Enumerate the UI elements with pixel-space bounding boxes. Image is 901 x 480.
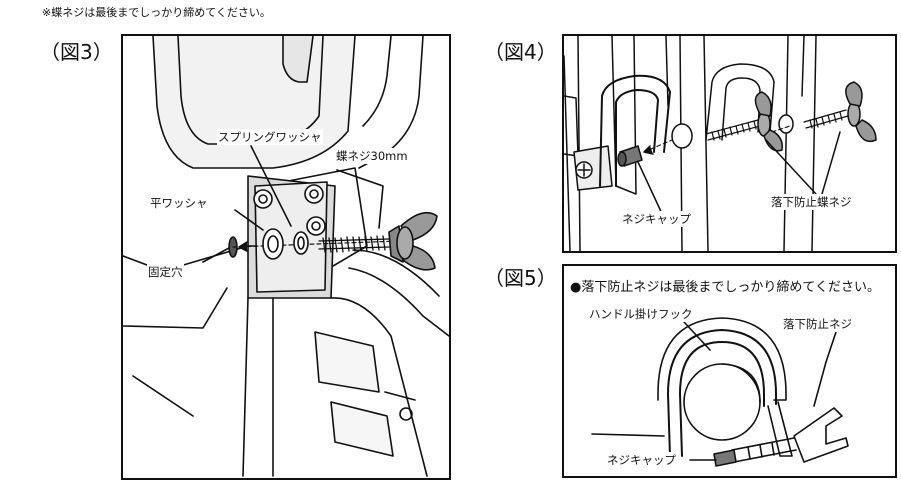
figure-3-illustration [123, 36, 449, 477]
callout-flat-washer: 平ワッシャ [149, 195, 209, 211]
callout-handle-hook: ハンドル掛けフック [588, 306, 694, 322]
callout-screw-cap: ネジキャップ [621, 211, 692, 227]
figure-5-panel: ●落下防止ネジは最後までしっかり締めてください。 ハンドル掛けフック 落下防止ネ… [562, 264, 897, 478]
callout-fall-prevention-wing-screw: 落下防止蝶ネジ [770, 194, 853, 210]
callout-wing-screw-30mm: 蝶ネジ30mm [335, 148, 409, 164]
figure-3-label: （図3） [40, 40, 113, 64]
callout-screw-cap: ネジキャップ [606, 452, 677, 468]
figure-4-illustration [564, 36, 877, 251]
figure-3-panel: スプリングワッシャ 蝶ネジ30mm 平ワッシャ 固定穴 [121, 34, 451, 480]
fall-prevention-note: ●落下防止ネジは最後までしっかり締めてください。 [570, 280, 880, 295]
callout-spring-washer: スプリングワッシャ [217, 129, 323, 145]
tightening-note: ※蝶ネジは最後までしっかり締めてください。 [42, 6, 271, 19]
callout-fall-prevention-screw: 落下防止ネジ [782, 316, 853, 332]
callout-fixing-hole: 固定穴 [147, 264, 184, 280]
figure-5-label: （図5） [484, 266, 557, 290]
figure-5-illustration [591, 317, 849, 467]
figure-4-label: （図4） [484, 40, 557, 64]
figure-4-panel: ネジキャップ 落下防止蝶ネジ [562, 34, 897, 253]
